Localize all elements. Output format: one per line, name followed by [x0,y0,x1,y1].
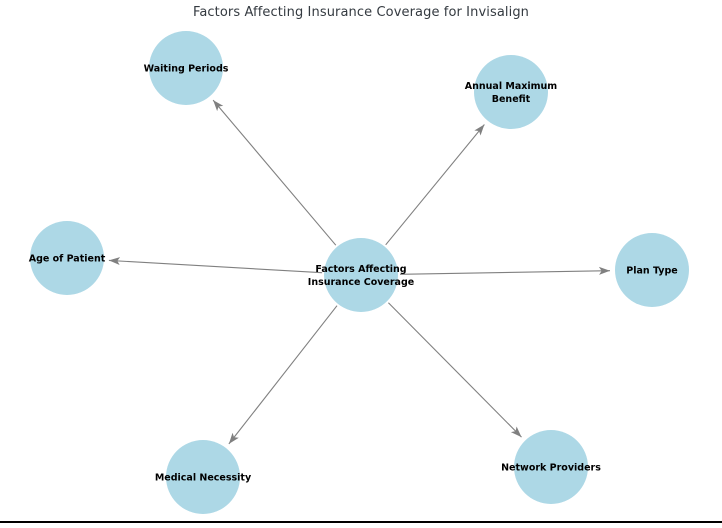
edge-factors-insurance-coverage-to-age-of-patient [108,257,323,274]
node-label-waiting-periods: Waiting Periods [144,64,229,75]
figure-bottom-border [0,521,722,523]
node-label-plan-type: Plan Type [626,266,678,277]
edges-layer [108,99,611,445]
node-circle-medical-necessity [166,440,240,514]
node-label-network-providers: Network Providers [501,463,601,474]
node-network-providers: Network Providers [501,430,601,504]
node-age-of-patient: Age of Patient [29,221,106,295]
node-plan-type: Plan Type [615,233,689,307]
figure-title: Factors Affecting Insurance Coverage for… [192,5,530,20]
node-circle-age-of-patient [30,221,104,295]
edge-factors-insurance-coverage-to-annual-maximum-benefit [385,124,485,246]
node-circle-factors-insurance-coverage [324,238,398,312]
node-medical-necessity: Medical Necessity [155,440,252,514]
edge-factors-insurance-coverage-to-medical-necessity [228,305,338,445]
node-label-medical-necessity: Medical Necessity [155,473,252,484]
edge-factors-insurance-coverage-to-waiting-periods [212,99,337,246]
node-circle-annual-maximum-benefit [474,55,548,129]
node-circle-plan-type [615,233,689,307]
node-waiting-periods: Waiting Periods [144,31,229,105]
node-circle-network-providers [514,430,588,504]
node-label-age-of-patient: Age of Patient [29,254,106,265]
edge-factors-insurance-coverage-to-plan-type [399,266,611,275]
node-circle-waiting-periods [149,31,223,105]
edge-factors-insurance-coverage-to-network-providers [388,302,522,438]
